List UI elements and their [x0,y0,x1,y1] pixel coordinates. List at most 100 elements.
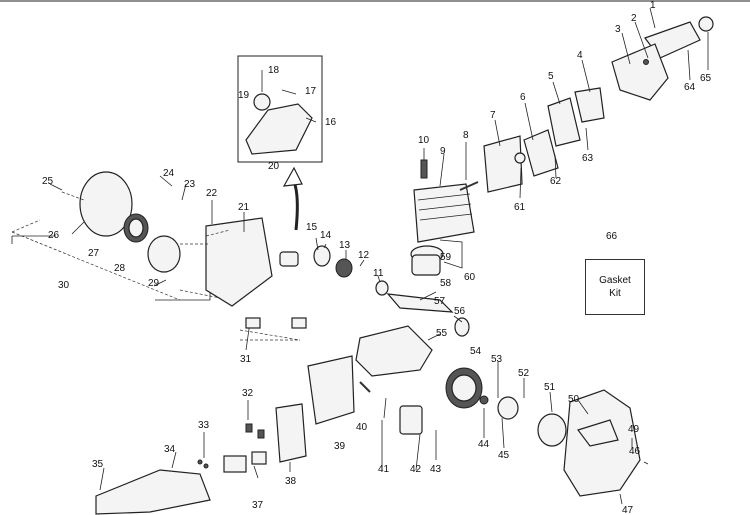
clutch-drum-part [279,251,299,267]
callout-44: 44 [478,439,490,450]
clip-part [291,317,307,329]
callout-46: 46 [629,446,641,457]
callout-59: 59 [440,252,452,263]
callout-9: 9 [440,146,446,157]
callout-3: 3 [615,24,621,35]
clutch-plate-part [497,396,519,420]
callout-31: 31 [240,354,252,365]
callout-16: 16 [325,117,337,128]
callout-1: 1 [650,0,656,11]
spring-part [335,258,353,278]
seal-ring-part [514,152,526,164]
gasket-kit-box: Gasket Kit [585,259,645,315]
callout-6: 6 [520,92,526,103]
callout-32: 32 [242,388,254,399]
callout-20: 20 [268,161,280,172]
knob-part [698,16,714,32]
carburetor-part [574,87,605,123]
callout-26: 26 [48,230,60,241]
callout-53: 53 [491,354,503,365]
callout-58: 58 [440,278,452,289]
callout-35: 35 [92,459,104,470]
callout-2: 2 [631,13,637,24]
ignition-assembly [307,355,525,471]
screw-part [257,429,265,439]
pulley-part [147,235,181,273]
callout-21: 21 [238,202,250,213]
cap-part [275,403,307,463]
callout-labels: 1 2 3 4 5 6 7 8 9 10 11 12 13 14 15 16 1… [42,0,712,515]
heat-shield-part [483,135,523,193]
bearing-part [454,317,470,337]
callout-55: 55 [436,328,448,339]
piston-part [411,254,441,276]
callout-11: 11 [373,268,384,279]
callout-22: 22 [206,188,218,199]
cover-part [95,469,211,515]
callout-5: 5 [548,71,554,82]
cylinder-part [413,183,475,243]
label-plate-part [223,455,247,473]
callout-42: 42 [410,464,422,475]
callout-18: 18 [268,65,280,76]
lower-parts [95,400,307,515]
clutch-shoe-part [313,245,331,267]
carburetor-assembly [483,59,605,199]
piston-crank-assembly [355,239,470,377]
ignition-coil-part [399,405,423,435]
callout-15: 15 [306,222,318,233]
callout-62: 62 [550,176,562,187]
callout-47: 47 [622,505,634,515]
callout-49: 49 [628,424,640,435]
cylinder-assembly [413,142,479,243]
callout-29: 29 [148,278,160,289]
clip-part [245,317,261,329]
callout-39: 39 [334,441,346,452]
crankshaft-part [386,293,454,313]
label-part [577,419,619,447]
callout-8: 8 [463,130,469,141]
callout-4: 4 [577,50,583,61]
callout-38: 38 [285,476,297,487]
callout-66: 66 [606,231,618,242]
callout-10: 10 [418,135,430,146]
callout-57: 57 [434,296,446,307]
callout-17: 17 [305,86,317,97]
inset-wheel-part [253,93,271,111]
callout-13: 13 [339,240,351,251]
starter-housing-part [79,171,133,237]
air-filter-assembly [611,7,714,101]
callout-60: 60 [464,272,476,283]
screw-part [245,423,253,433]
callout-54: 54 [470,346,482,357]
callout-45: 45 [498,450,510,461]
callout-65: 65 [700,73,712,84]
gasket-kit-label-line2: Kit [609,288,621,299]
inset-detail [237,55,323,231]
gearhead-assembly [537,389,649,505]
spark-plug-part [420,159,428,179]
engine-housing-part [205,217,273,307]
gasket-plate-part [523,129,559,177]
callout-41: 41 [378,464,390,475]
tag-part [251,451,267,465]
callout-40: 40 [356,422,368,433]
callout-7: 7 [490,110,496,121]
callout-24: 24 [163,168,175,179]
drum-part [537,413,567,447]
callout-43: 43 [430,464,442,475]
intake-plate-part [547,97,581,147]
callout-12: 12 [358,250,370,261]
callout-30: 30 [58,280,70,291]
screw-part [643,59,649,65]
arrow-icon [282,166,303,187]
callout-27: 27 [88,248,100,259]
callout-63: 63 [582,153,594,164]
callout-51: 51 [544,382,556,393]
callout-25: 25 [42,176,54,187]
starter-assembly [11,171,307,351]
callout-34: 34 [164,444,176,455]
inset-cover-part [245,103,313,155]
callout-64: 64 [684,82,696,93]
